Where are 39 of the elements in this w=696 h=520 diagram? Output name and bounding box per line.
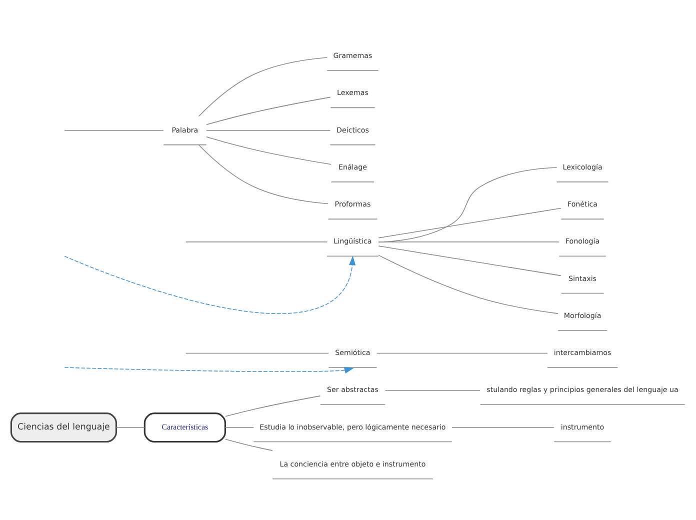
node-text: Lingüística: [334, 236, 372, 246]
node-text: Sintaxis: [568, 273, 597, 282]
node-text: Lexemas: [337, 88, 368, 97]
connector: [224, 426, 254, 428]
connector: [378, 207, 562, 238]
node-text: Fonética: [568, 199, 598, 208]
arrow: [64, 255, 356, 314]
connector: [225, 395, 321, 416]
arrow: [64, 366, 354, 373]
connector: [378, 241, 560, 242]
connector: [206, 136, 332, 164]
connector: [378, 254, 558, 314]
node-text: Deícticos: [336, 124, 369, 134]
connector: [198, 56, 328, 116]
node-text: Palabra: [172, 124, 198, 134]
node-text: intercambiamos: [554, 348, 612, 357]
node-text: Estudia lo inobservable, pero lógicamente necesario: [260, 422, 446, 431]
node-text: Enálage: [338, 162, 367, 171]
connector: [378, 245, 562, 276]
node-text: Ser abstractas: [327, 384, 378, 394]
node-text: Semiótica: [335, 348, 370, 357]
node-text: Gramemas: [333, 50, 372, 60]
node-text: Fonología: [565, 236, 600, 246]
node-box: Características: [144, 412, 226, 442]
node-text: Proformas: [334, 199, 371, 208]
connector: [185, 352, 329, 354]
node-box: Ciencias del lenguaje: [10, 412, 118, 442]
connector: [225, 438, 273, 450]
node-text: instrumento: [560, 422, 604, 431]
connector: [185, 241, 328, 242]
connector: [198, 144, 328, 204]
node-text: La conciencia entre objeto e instrumento: [280, 458, 426, 468]
connector: [206, 96, 331, 125]
node-text: Lexicología: [562, 162, 602, 171]
connector: [116, 426, 145, 428]
node-text: stulando reglas y principios generales del lenguaje ua: [486, 384, 678, 394]
connector: [376, 352, 548, 354]
node-text: Morfología: [564, 310, 602, 320]
connector: [452, 426, 554, 428]
